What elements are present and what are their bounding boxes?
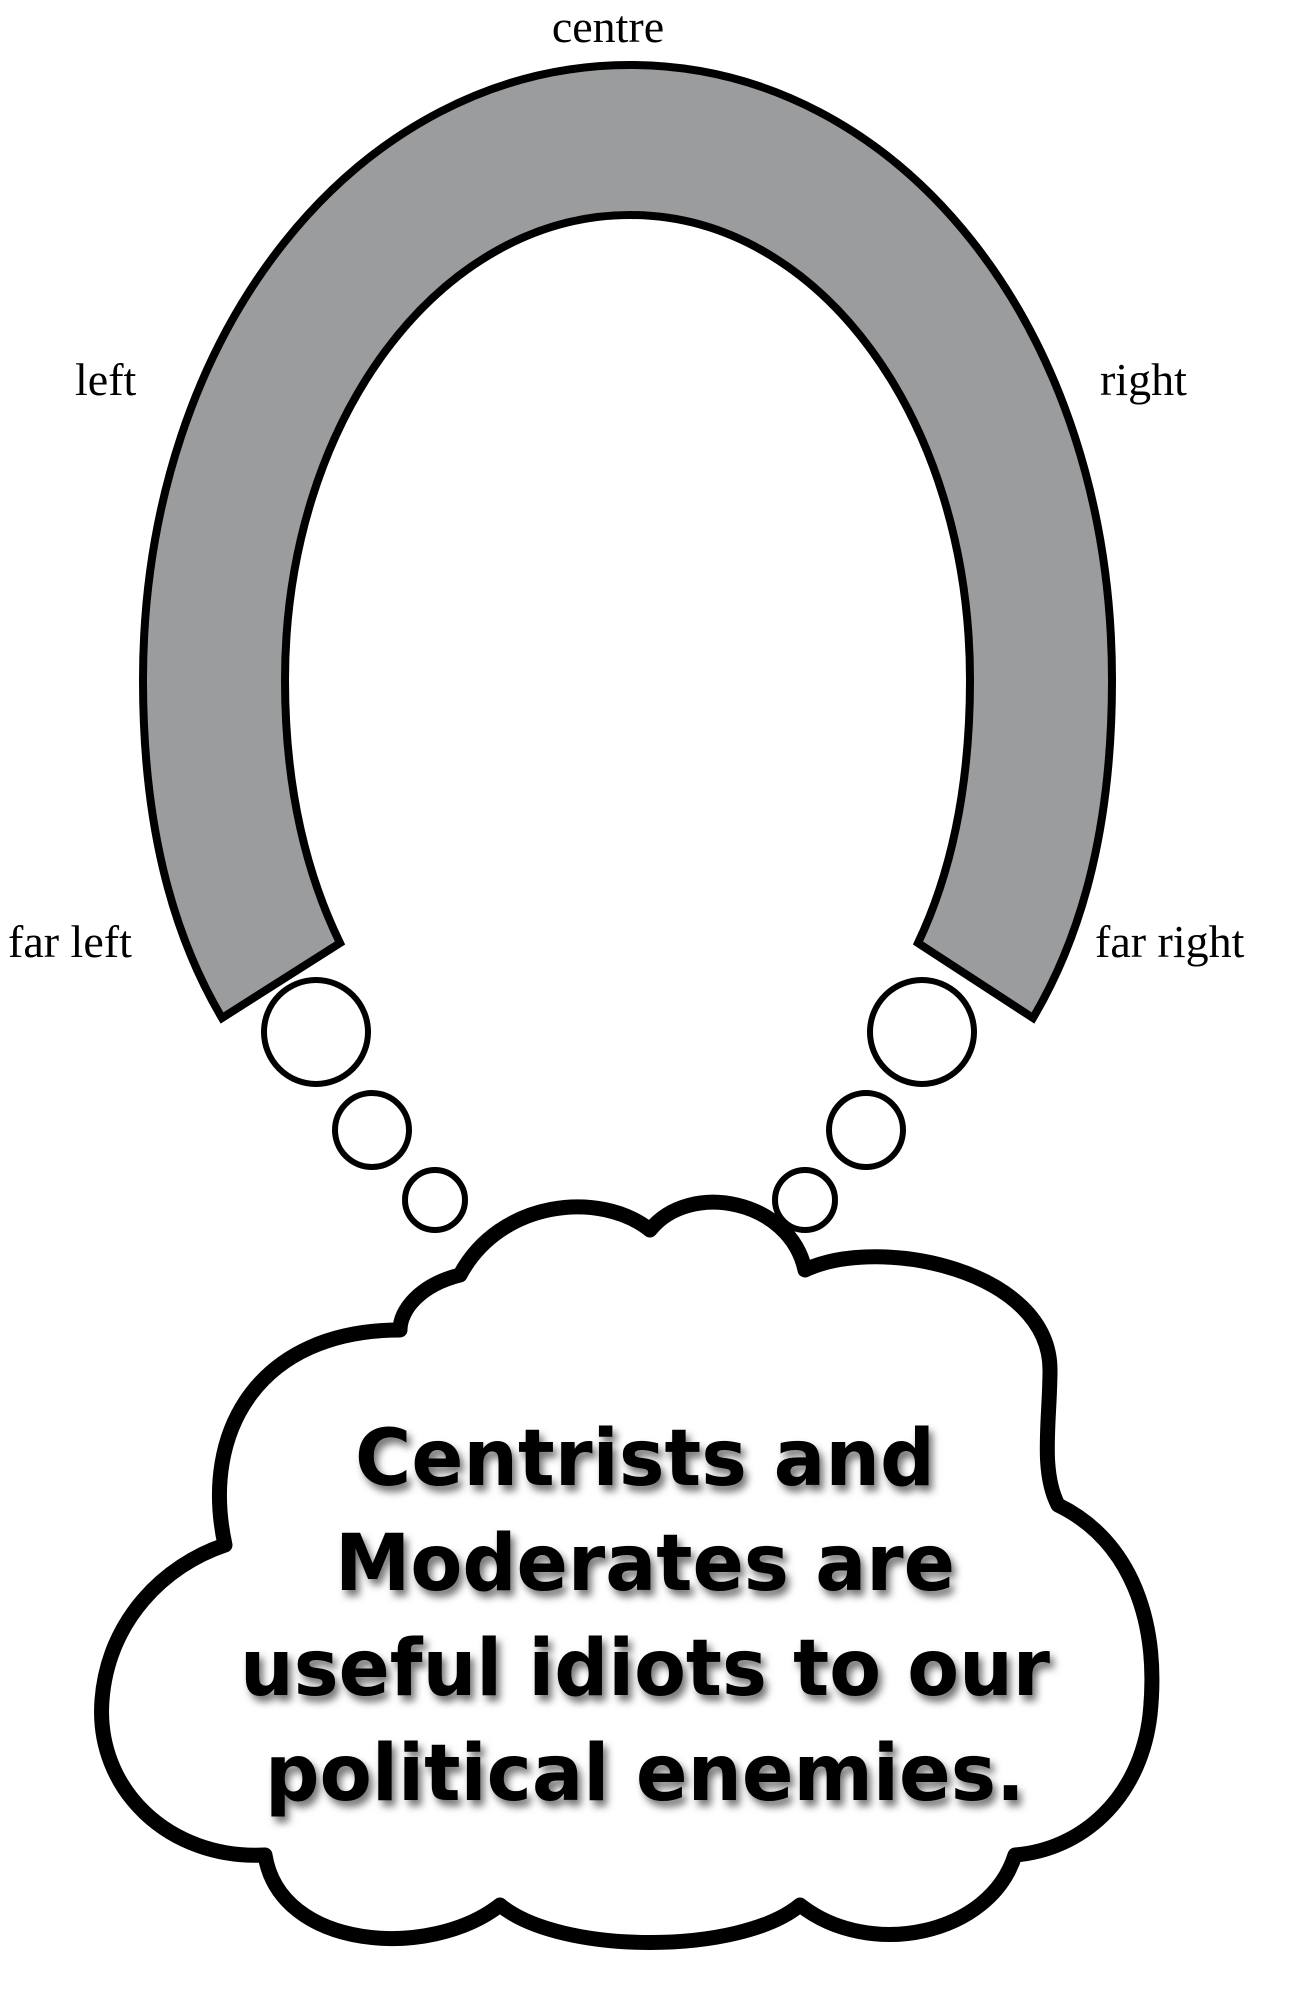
label-right: right (1100, 354, 1187, 405)
thought-text: Centrists and Moderates are useful idiot… (240, 1414, 1051, 1819)
thought-circle-left-large (261, 977, 371, 1087)
label-centre: centre (552, 1, 664, 52)
thought-line-3: useful idiots to our (240, 1624, 1051, 1714)
thought-cloud (94, 1194, 1160, 1950)
thought-circle-right-small (772, 1167, 838, 1233)
thought-circle-left-small (402, 1167, 468, 1233)
horseshoe-band (138, 60, 1117, 1024)
thought-line-4: political enemies. (265, 1729, 1025, 1819)
thought-circle-left-medium (332, 1090, 412, 1170)
thought-circle-right-large (867, 977, 977, 1087)
label-left: left (75, 354, 137, 405)
label-far-left: far left (8, 916, 132, 967)
label-far-right: far right (1095, 916, 1245, 967)
thought-line-1: Centrists and (355, 1414, 935, 1504)
thought-line-2: Moderates are (335, 1519, 955, 1609)
thought-circle-right-medium (826, 1090, 906, 1170)
